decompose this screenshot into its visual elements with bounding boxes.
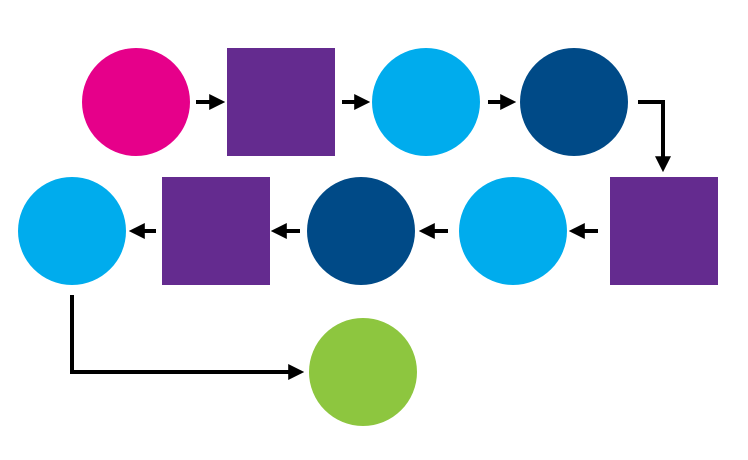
- magenta-circle-node-n1: [82, 48, 190, 156]
- green-circle-node-n10: [309, 318, 417, 426]
- arrow-n4-n5: [638, 100, 671, 173]
- arrow-n9-n10: [70, 295, 305, 380]
- light-blue-circle-node-n6: [459, 177, 567, 285]
- purple-square-node-n2: [227, 48, 335, 156]
- light-blue-circle-node-n9: [18, 177, 126, 285]
- purple-square-node-n8: [162, 177, 270, 285]
- nodes-layer: [18, 48, 718, 426]
- dark-blue-circle-node-n4: [520, 48, 628, 156]
- edges-layer: [70, 94, 671, 380]
- light-blue-circle-node-n3: [372, 48, 480, 156]
- purple-square-node-n5: [610, 177, 718, 285]
- dark-blue-circle-node-n7: [307, 177, 415, 285]
